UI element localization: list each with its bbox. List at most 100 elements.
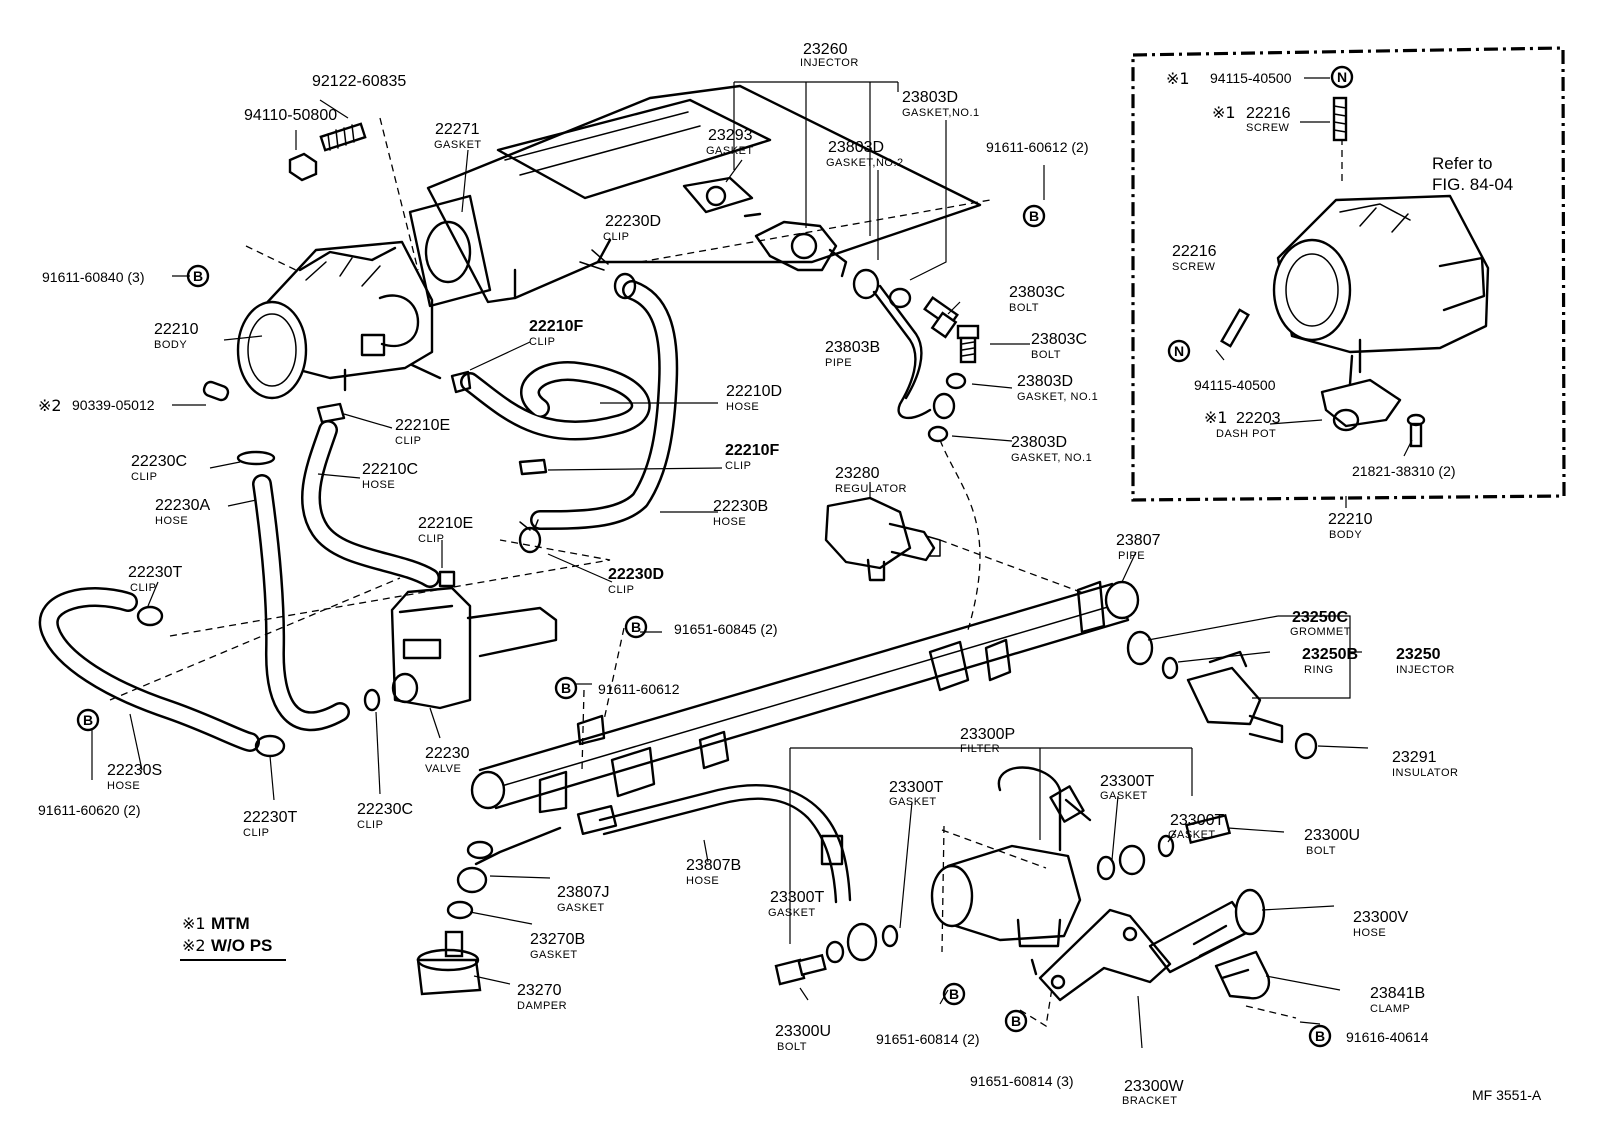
hose-22210d-drawing	[460, 361, 651, 476]
plug-drawing	[202, 380, 230, 402]
svg-text:N: N	[1174, 343, 1184, 359]
label-23807: 23807	[1116, 532, 1161, 549]
label-91651-60845-2: 91651-60845 (2)	[674, 621, 778, 637]
label-22210e-b: 22210E	[418, 515, 473, 532]
label-23803c-a: 23803C	[1009, 284, 1065, 301]
label-94110-50800: 94110-50800	[244, 107, 337, 124]
circle-b-marker: B	[1022, 204, 1046, 228]
label-23300v-name: HOSE	[1353, 927, 1386, 939]
label-22210c: 22210C	[362, 461, 418, 478]
label-22210e-b-name: CLIP	[418, 533, 444, 545]
figure-code: MF 3551-A	[1472, 1087, 1542, 1103]
bolt-23803c-b-drawing	[956, 324, 980, 364]
circle-b-marker: B	[554, 676, 578, 700]
label-22210f-b: 22210F	[725, 442, 779, 459]
label-23280-name: REGULATOR	[835, 483, 907, 495]
label-23807j: 23807J	[557, 884, 610, 901]
label-22210d: 22210D	[726, 383, 782, 400]
injector-top-drawing	[743, 212, 848, 278]
label-91651-60814-2: 91651-60814 (2)	[876, 1031, 980, 1047]
label-91611-60620-2: 91611-60620 (2)	[38, 802, 140, 818]
throttle-body-drawing	[236, 240, 442, 400]
label-22230c-b-name: CLIP	[357, 819, 383, 831]
inset-note-1-marker-c: ※1	[1204, 408, 1228, 427]
label-23803d-a-name: GASKET, NO.1	[1017, 391, 1098, 403]
legend-note-2-marker: ※2	[182, 936, 206, 955]
inset-note-1-marker-b: ※1	[1212, 103, 1236, 122]
circle-markers: B B B B B B B B N N	[76, 65, 1354, 1048]
label-90339-05012: 90339-05012	[72, 397, 155, 413]
label-22230s: 22230S	[107, 762, 162, 779]
label-23803d-b-name: GASKET, NO.1	[1011, 452, 1092, 464]
label-23803d-no1-top-name: GASKET,NO.1	[902, 107, 980, 119]
label-inset-refer-to: Refer to	[1432, 154, 1492, 173]
label-23250b: 23250B	[1302, 646, 1358, 663]
gasket-23293-drawing	[682, 176, 754, 214]
label-22271: 22271	[435, 121, 480, 138]
label-23250b-name: RING	[1304, 664, 1334, 676]
circle-b-marker: B	[76, 708, 100, 732]
label-23807j-name: GASKET	[557, 902, 605, 914]
label-91611-60840-3: 91611-60840 (3)	[42, 269, 144, 285]
intake-manifold-drawing	[426, 84, 982, 304]
label-23270b: 23270B	[530, 931, 585, 948]
svg-text:B: B	[1029, 208, 1039, 224]
nut-and-stud-drawing	[288, 122, 367, 182]
label-23300t-d: 23300T	[770, 889, 824, 906]
circle-b-marker: B	[1004, 1009, 1028, 1033]
label-22210-body: 22210	[154, 321, 199, 338]
label-22271-name: GASKET	[434, 139, 482, 151]
hose-23807b-drawing	[474, 784, 852, 904]
label-22230t-b: 22230T	[243, 809, 297, 826]
legend-note-1-text: MTM	[211, 914, 250, 933]
clamp-23841b-drawing	[1214, 950, 1271, 1000]
label-22230s-name: HOSE	[107, 780, 140, 792]
circle-n-marker: N	[1330, 65, 1354, 89]
label-22230t-b-name: CLIP	[243, 827, 269, 839]
label-23300p-name: FILTER	[960, 743, 1000, 755]
inset-screws-drawing	[1220, 96, 1426, 448]
hose-22230s-drawing	[38, 587, 260, 752]
label-23807-name: PIPE	[1118, 550, 1145, 562]
label-23803d-b: 23803D	[1011, 434, 1067, 451]
label-23803c-b-name: BOLT	[1031, 349, 1061, 361]
label-22210c-name: HOSE	[362, 479, 395, 491]
svg-text:B: B	[83, 712, 93, 728]
valve-22230-drawing	[390, 586, 558, 710]
label-91616-40614: 91616-40614	[1346, 1029, 1429, 1045]
label-22210f-b-name: CLIP	[725, 460, 751, 472]
hose-22210c-drawing	[301, 420, 440, 588]
regulator-drawing	[824, 496, 941, 582]
inset-labels: ※1 94115-40500 ※1 22216 SCREW Refer to F…	[1166, 69, 1513, 541]
label-inset-22210-name: BODY	[1329, 529, 1362, 541]
hose-22230a-drawing	[252, 474, 350, 732]
label-92122-60835: 92122-60835	[312, 73, 406, 90]
label-inset-94115-40500: 94115-40500	[1210, 70, 1292, 86]
label-23300t-c-name: GASKET	[1168, 829, 1216, 841]
label-23291-name: INSULATOR	[1392, 767, 1458, 779]
label-22230d-b: 22230D	[608, 566, 664, 583]
label-22230-valve: 22230	[425, 745, 470, 762]
circle-b-marker: B	[942, 982, 966, 1006]
svg-text:N: N	[1337, 69, 1347, 85]
label-22230d-top: 22230D	[605, 213, 661, 230]
circle-b-marker: B	[1308, 1024, 1332, 1048]
label-23803d-no2-name: GASKET,NO.2	[826, 157, 904, 169]
inset-throttle-body-drawing	[1272, 194, 1490, 432]
label-91611-60612-2: 91611-60612 (2)	[986, 139, 1088, 155]
label-23300t-a-name: GASKET	[889, 796, 937, 808]
label-22230-valve-name: VALVE	[425, 763, 461, 775]
label-22210f-a-name: CLIP	[529, 336, 555, 348]
label-23270: 23270	[517, 982, 562, 999]
label-23270b-name: GASKET	[530, 949, 578, 961]
label-23300v: 23300V	[1353, 909, 1408, 926]
hose-23300v-drawing	[1148, 888, 1266, 974]
svg-text:B: B	[949, 986, 959, 1002]
dashed-guide-lines	[109, 117, 1343, 1028]
label-91611-60612: 91611-60612	[598, 681, 680, 697]
small-clips-drawing	[136, 370, 472, 758]
label-23250c: 23250C	[1292, 609, 1348, 626]
part-labels: 23260 INJECTOR 92122-60835 94110-50800 2…	[38, 41, 1542, 1107]
inset-note-1-marker-a: ※1	[1166, 69, 1190, 88]
